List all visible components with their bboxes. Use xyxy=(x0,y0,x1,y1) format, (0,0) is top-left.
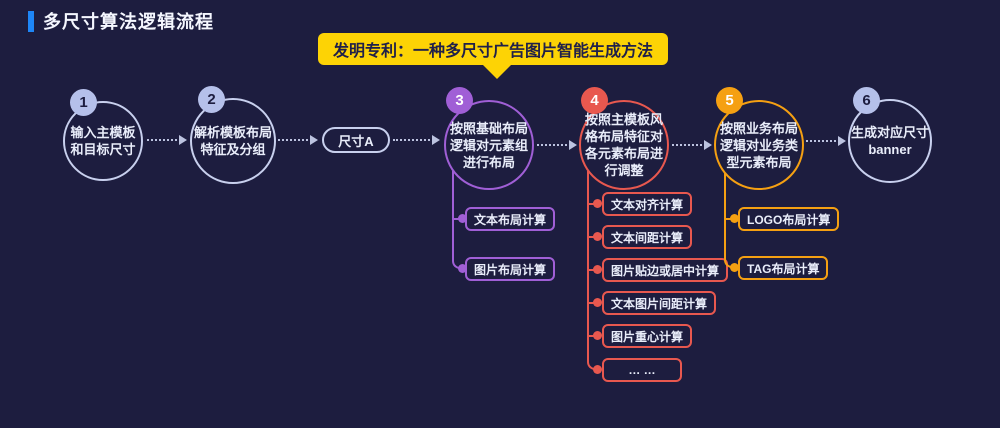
branch-dot xyxy=(593,199,602,208)
arrow-step1-step2 xyxy=(147,135,187,145)
flow-step-1: 1 输入主模板 和目标尺寸 xyxy=(63,89,143,181)
patent-banner-text: 发明专利：一种多尺寸广告图片智能生成方法 xyxy=(332,43,653,60)
branch-dot xyxy=(593,331,602,340)
header: 多尺寸算法逻辑流程 xyxy=(28,8,214,34)
task-box: 文本图片间距计算 xyxy=(602,291,717,315)
task-box: 文本间距计算 xyxy=(602,225,693,249)
title-accent-bar xyxy=(28,10,34,32)
arrow-step2-pill xyxy=(278,135,318,145)
branch-dot xyxy=(593,265,602,274)
step-number-badge: 4 xyxy=(581,87,608,114)
flow-step-3: 3 按照基础布局 逻辑对元素组 进行布局 xyxy=(444,87,534,190)
flow-step-label: 解析模板布局 特征及分组 xyxy=(193,125,272,157)
arrow-step3-step4 xyxy=(537,140,577,150)
page-title: 多尺寸算法逻辑流程 xyxy=(43,12,214,32)
task-box: 文本对齐计算 xyxy=(602,192,693,216)
arrow-step5-step6 xyxy=(806,136,846,146)
arrow-step4-step5 xyxy=(672,140,712,150)
branch-dot xyxy=(593,365,602,374)
patent-banner-pointer xyxy=(482,64,512,79)
patent-banner: 发明专利：一种多尺寸广告图片智能生成方法 xyxy=(318,33,668,79)
branch-dot xyxy=(730,263,739,272)
branch-dot xyxy=(730,214,739,223)
step-number-badge: 5 xyxy=(716,87,743,114)
flow-step-label: 生成对应尺寸 banner xyxy=(850,125,929,157)
flow-step-label: 输入主模板 和目标尺寸 xyxy=(70,125,136,157)
size-a-pill: 尺寸A xyxy=(322,127,390,153)
task-box: 图片贴边或居中计算 xyxy=(602,258,729,282)
branch-dot xyxy=(593,232,602,241)
step-number-badge: 6 xyxy=(853,87,880,114)
flow-step-6: 6 生成对应尺寸 banner xyxy=(848,87,932,183)
flow-step-label: 按照主模板风 格布局特征对 各元素布局进 行调整 xyxy=(584,112,663,178)
task-box: TAG布局计算 xyxy=(738,256,829,280)
step-number-badge: 1 xyxy=(70,89,97,116)
flow-step-label: 按照基础布局 逻辑对元素组 进行布局 xyxy=(449,120,528,170)
flow-step-2: 2 解析模板布局 特征及分组 xyxy=(190,86,276,184)
branch-dot xyxy=(458,214,467,223)
flow-step-label: 按照业务布局 逻辑对业务类 型元素布局 xyxy=(719,120,798,170)
task-box: 图片布局计算 xyxy=(465,257,556,281)
step-number-badge: 3 xyxy=(446,87,473,114)
task-box: LOGO布局计算 xyxy=(738,207,840,231)
flow-step-4: 4 按照主模板风 格布局特征对 各元素布局进 行调整 xyxy=(579,87,669,190)
arrow-pill-step3 xyxy=(393,135,440,145)
task-box: 文本布局计算 xyxy=(465,207,556,231)
flow-step-5: 5 按照业务布局 逻辑对业务类 型元素布局 xyxy=(714,87,804,190)
branch-dot xyxy=(458,264,467,273)
step-number-badge: 2 xyxy=(198,86,225,113)
task-box: … … xyxy=(602,358,682,382)
task-box: 图片重心计算 xyxy=(602,324,693,348)
branch-dot xyxy=(593,298,602,307)
